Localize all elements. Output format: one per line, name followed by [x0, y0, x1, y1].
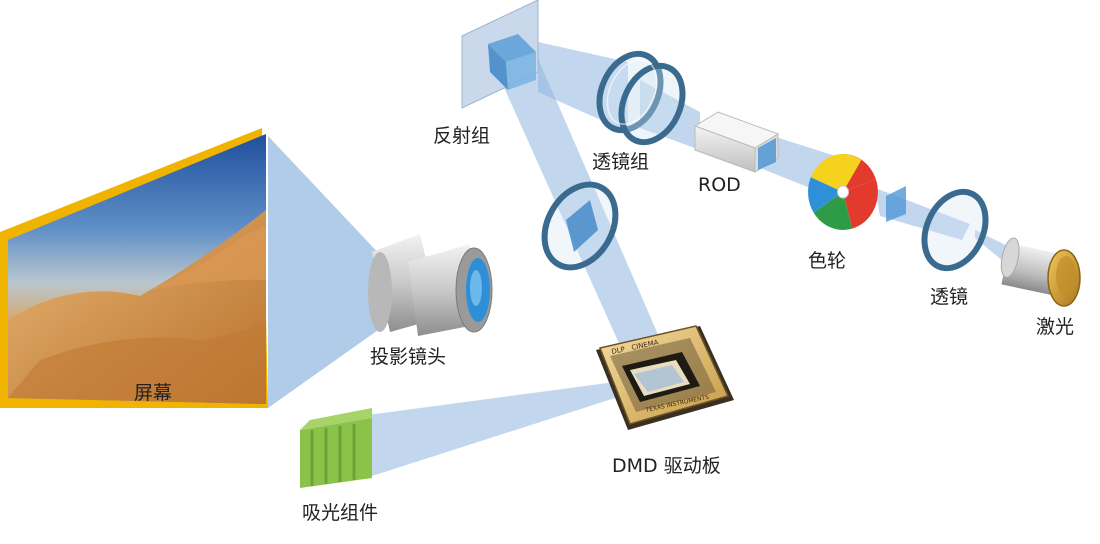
- projection-screen: [0, 128, 268, 408]
- label-lens: 透镜: [930, 288, 968, 307]
- rod-component: [695, 112, 778, 172]
- label-dmd-board: DMD 驱动板: [612, 457, 721, 476]
- light-absorber: [300, 408, 372, 488]
- projection-lens: [368, 234, 492, 336]
- label-color-wheel: 色轮: [808, 252, 846, 271]
- label-screen: 屏幕: [134, 384, 172, 403]
- label-lens-group: 透镜组: [592, 153, 649, 172]
- color-wheel: [808, 154, 878, 230]
- dmd-chip: [596, 326, 734, 430]
- label-projection-lens: 投影镜头: [370, 348, 446, 367]
- laser-source: [998, 236, 1080, 306]
- label-laser: 激光: [1036, 318, 1074, 337]
- lens-single: [913, 182, 998, 278]
- label-reflector-group: 反射组: [433, 127, 490, 146]
- label-light-absorber: 吸光组件: [302, 504, 378, 523]
- label-rod: ROD: [698, 176, 741, 195]
- beam-absorber: [330, 380, 640, 476]
